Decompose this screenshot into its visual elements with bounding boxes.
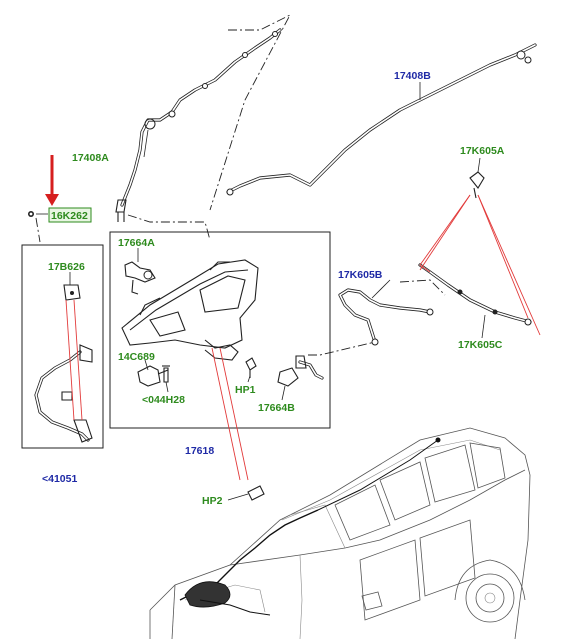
left-assembly <box>21 244 104 449</box>
label-leaders <box>28 82 486 501</box>
red-down-arrow-icon <box>45 155 59 206</box>
label-17664a[interactable]: 17664A <box>118 237 155 249</box>
washer-reservoir <box>121 259 259 361</box>
label-17618[interactable]: 17618 <box>185 445 214 457</box>
hose-17408b <box>226 43 537 196</box>
screw-044h28 <box>162 365 170 383</box>
label-17k605a[interactable]: 17K605A <box>460 145 505 157</box>
hose-17408a <box>115 28 282 222</box>
highlight-box-16k262 <box>48 207 92 223</box>
clip-hp2 <box>247 485 265 501</box>
connection-lines <box>35 13 446 356</box>
callout-labels: 17408A 17408B 16K262 17K605A 17K605B 17K… <box>42 70 505 507</box>
label-41051[interactable]: <41051 <box>42 473 77 485</box>
label-hp1[interactable]: HP1 <box>235 384 256 396</box>
red-leaders <box>65 194 541 481</box>
clip-hp1 <box>245 357 257 378</box>
sensor-14c689 <box>137 365 169 387</box>
jet-hose-17k605 <box>338 171 532 346</box>
reservoir-frame <box>109 231 331 429</box>
label-17b626[interactable]: 17B626 <box>48 261 85 273</box>
label-044h28[interactable]: <044H28 <box>142 394 185 406</box>
label-17408a[interactable]: 17408A <box>72 152 109 164</box>
label-14c689[interactable]: 14C689 <box>118 351 155 363</box>
label-16k262[interactable]: 16K262 <box>51 210 88 222</box>
vehicle-illustration <box>149 427 531 639</box>
label-17664b[interactable]: 17664B <box>258 402 295 414</box>
label-17k605c[interactable]: 17K605C <box>458 339 503 351</box>
label-17408b[interactable]: 17408B <box>394 70 431 82</box>
label-hp2[interactable]: HP2 <box>202 495 223 507</box>
clip-17664b <box>277 355 324 387</box>
label-17k605b[interactable]: 17K605B <box>338 269 383 281</box>
